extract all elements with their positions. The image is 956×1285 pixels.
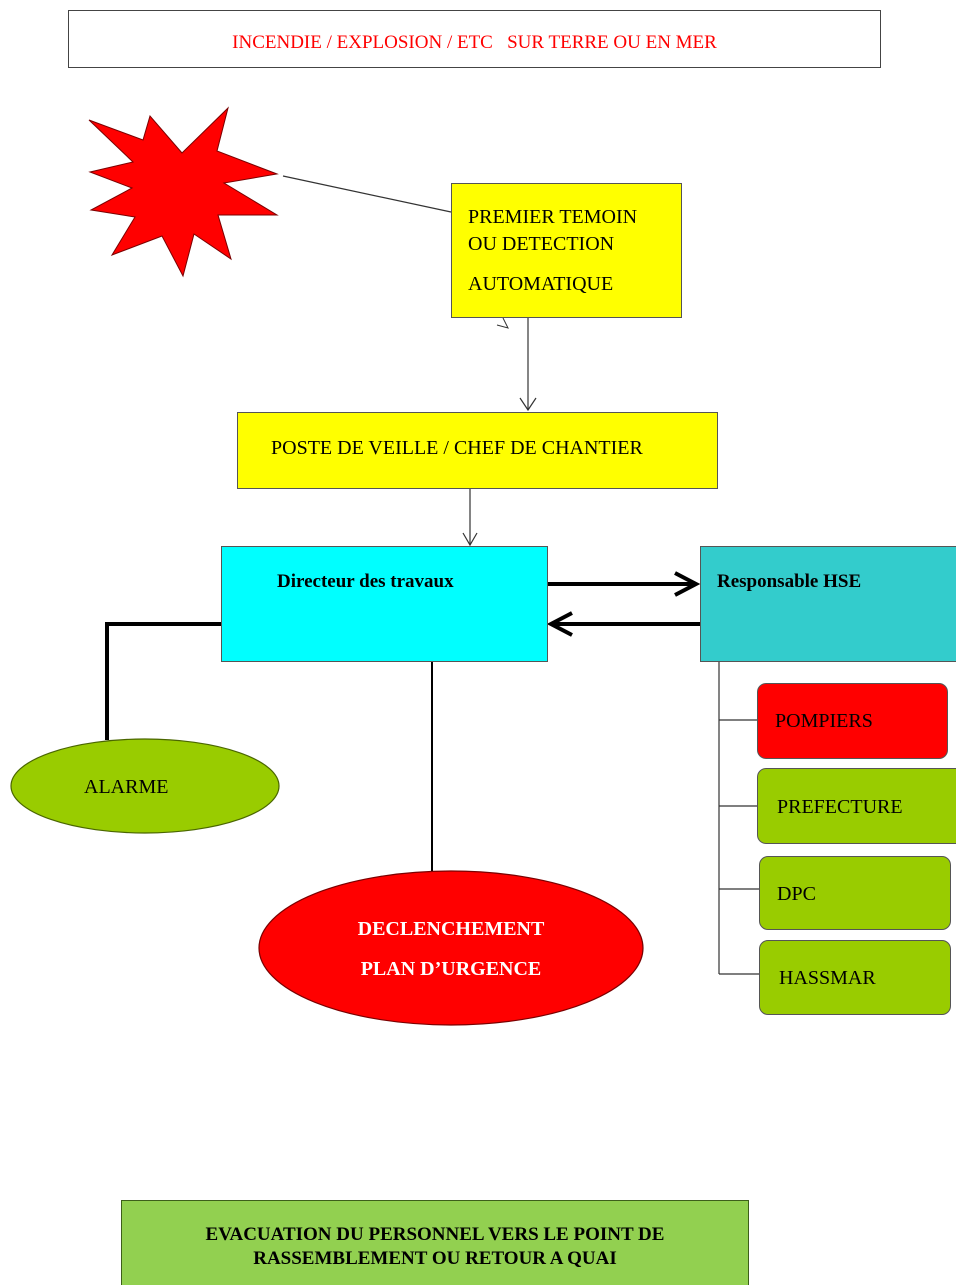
directeur-box [221,546,548,662]
evacuation-box [121,1200,749,1285]
hse-box [700,546,956,662]
temoin-to-poste-arrowhead [519,397,537,412]
poste-label: POSTE DE VEILLE / CHEF DE CHANTIER [271,437,643,459]
explosion-icon [88,106,279,278]
declenchement-line1: DECLENCHEMENT [357,918,545,940]
directeur-to-alarme-line [105,622,221,740]
poste-box [237,412,718,489]
declenchement-line2: PLAN D’URGENCE [360,958,542,980]
hassmar-box [759,940,951,1015]
directeur-label: Directeur des travaux [277,571,454,592]
star-to-temoin-line [282,175,452,213]
alarme-ellipse [10,738,280,834]
temoin-tick-mark [496,317,509,329]
temoin-line2: OU DETECTION [468,233,615,255]
prefecture-label: PREFECTURE [777,796,903,818]
temoin-box [451,183,682,318]
temoin-line1: PREMIER TEMOIN [468,206,638,228]
pompiers-box [757,683,948,759]
evacuation-line2: RASSEMBLEMENT OU RETOUR A QUAI [253,1248,617,1269]
directeur-to-hse-arrowhead [674,571,701,597]
hassmar-label: HASSMAR [779,967,876,989]
header-title: INCENDIE / EXPLOSION / ETC SUR TERRE OU … [232,32,717,53]
hse-label: Responsable HSE [717,571,862,592]
declenchement-ellipse [258,870,644,1026]
poste-to-directeur-arrowhead [462,532,478,547]
pompiers-label: POMPIERS [775,710,873,732]
prefecture-box [757,768,956,844]
dpc-label: DPC [777,883,816,905]
temoin-line3: AUTOMATIQUE [468,273,614,295]
alarme-label: ALARME [84,776,169,798]
dpc-box [759,856,951,930]
header-box [68,10,881,68]
evacuation-line1: EVACUATION DU PERSONNEL VERS LE POINT DE [205,1224,665,1245]
hse-to-directeur-arrowhead [546,611,573,637]
